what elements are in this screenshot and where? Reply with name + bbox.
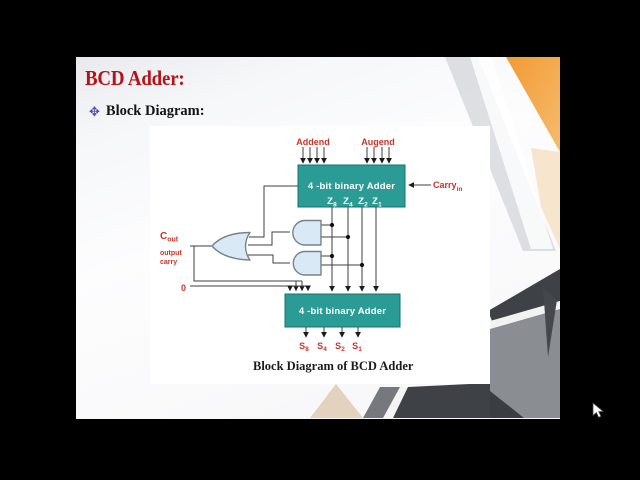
beige-bottom-triangle: [310, 384, 363, 418]
augend-label: Augend: [361, 137, 395, 147]
binary-adder-1-box: [297, 164, 406, 208]
gray-corner-mass: [490, 309, 560, 418]
adder-1-label: 4 -bit binary Adder: [308, 181, 395, 192]
zero-input-label: 0: [181, 283, 186, 293]
gray-bottom-wedge: [363, 387, 402, 418]
binary-adder-2-box: [284, 293, 401, 328]
diagram-panel: 4 -bit binary Adder 4 -bit binary Adder …: [150, 126, 490, 384]
orange-corner-triangle: [506, 57, 560, 152]
four-arrows-bullet-icon: ✥: [89, 104, 100, 119]
peach-edge-shape: [531, 148, 560, 249]
z4-label: Z4: [343, 196, 353, 209]
s1-label: S1: [352, 341, 362, 353]
adder-2-label: 4 -bit binary Adder: [299, 306, 386, 317]
output-carry-caption-line1: output: [160, 250, 182, 257]
white-bottom-stripe: [383, 387, 410, 418]
s8-label: S8: [299, 341, 309, 353]
or-gate: [211, 231, 251, 261]
addend-label: Addend: [296, 137, 330, 147]
white-diagonal-band: [470, 57, 553, 249]
z1-label: Z1: [372, 196, 382, 209]
bullet-row: ✥ Block Diagram:: [89, 103, 205, 120]
slide: BCD Adder: ✥ Block Diagram:: [76, 57, 560, 419]
junction-dots: [329, 222, 365, 268]
and-gate-1: [292, 219, 322, 246]
bullet-label: Block Diagram:: [105, 103, 205, 119]
sum-output-labels: S8 S4 S2 S1: [299, 341, 362, 353]
page-title: BCD Adder:: [85, 66, 185, 90]
output-carry-caption-line2: carry: [160, 259, 177, 266]
dark-bottom-wedge: [393, 383, 490, 418]
mouse-cursor-icon: [592, 402, 606, 425]
slide-decorations: [310, 57, 560, 418]
and-gate-2: [292, 250, 322, 276]
z2-label: Z2: [358, 196, 368, 209]
carry-out-label: Cout: [160, 231, 179, 244]
z8-label: Z8: [327, 196, 337, 209]
z-output-labels: Z8 Z4 Z2 Z1: [327, 196, 382, 209]
carry-in-label: Carryin: [433, 180, 462, 193]
dark-sliver: [543, 287, 557, 357]
s2-label: S2: [335, 341, 345, 353]
circuit-wires: [190, 147, 431, 338]
s4-label: S4: [317, 341, 327, 353]
dark-corner-wedge: [488, 269, 560, 321]
white-corner-stripe: [490, 301, 560, 330]
diagram-caption: Block Diagram of BCD Adder: [253, 359, 414, 373]
dark-bottom-triangle: [490, 391, 524, 418]
bcd-adder-circuit-svg: 4 -bit binary Adder 4 -bit binary Adder …: [160, 137, 462, 353]
